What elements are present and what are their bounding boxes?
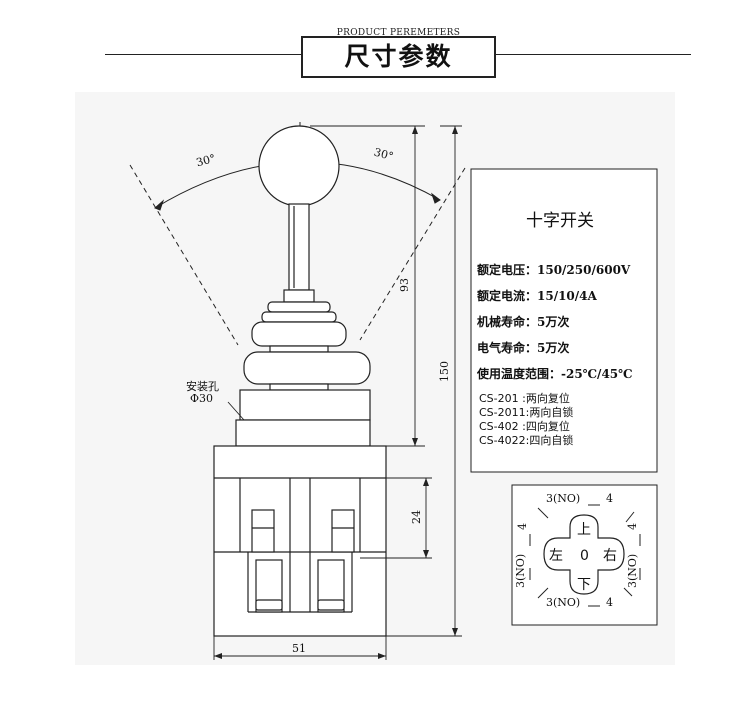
mount-collar: [235, 389, 371, 447]
dir-up: 上: [577, 522, 591, 538]
dir-right: 右: [603, 548, 617, 564]
contact-marks: [529, 504, 641, 607]
mount-hole-label: 安装孔: [186, 379, 219, 393]
diag-top-left: 3(NO): [546, 492, 580, 505]
dim-arrows: [214, 126, 458, 659]
diag-right-top: 4: [626, 523, 639, 530]
diag-top-right: 4: [606, 492, 613, 505]
spec-electrical-life: 电气寿命：5万次: [477, 340, 569, 355]
dir-center: 0: [580, 548, 589, 564]
spec-panel: [470, 168, 658, 473]
header-frame: [301, 36, 496, 78]
header-subtitle: PRODUCT PEREMETERS: [336, 28, 461, 38]
dim-24-label: 24: [410, 510, 423, 524]
spec-title: 十字开关: [526, 211, 594, 231]
header-line-left: [105, 54, 301, 55]
dim-51-label: 51: [292, 642, 306, 655]
dim-lines: [213, 125, 462, 660]
header-title: 尺寸参数: [344, 42, 453, 71]
mount-hole-diameter: Φ30: [190, 392, 213, 405]
spec-rated-current: 额定电流：15/10/4A: [477, 288, 598, 303]
diag-left-bottom: 3(NO): [514, 554, 527, 588]
diag-left-top: 4: [516, 523, 529, 530]
angle-left-label: 30°: [195, 152, 217, 170]
terminal-right: [317, 509, 355, 613]
spec-temperature: 使用温度范围：-25℃/45℃: [476, 366, 633, 381]
angle-right-label: 30°: [373, 146, 395, 164]
terminal-left: [251, 509, 283, 613]
diag-bottom-left: 3(NO): [546, 596, 580, 609]
dim-93-label: 93: [398, 278, 411, 292]
model-cs-402: CS-402 :四向复位: [479, 419, 570, 433]
diag-bottom-right: 4: [606, 596, 613, 609]
diag-right-bottom: 3(NO): [626, 554, 639, 588]
dim-150-label: 150: [438, 361, 451, 382]
cross-shape: [543, 514, 625, 595]
dir-down: 下: [577, 577, 591, 593]
model-cs-4022: CS-4022:四向自锁: [479, 433, 573, 447]
header-line-right: [496, 54, 691, 55]
dir-left: 左: [549, 548, 563, 564]
spec-mechanical-life: 机械寿命：5万次: [477, 314, 569, 329]
joystick-shaft: [283, 203, 315, 303]
model-cs-2011: CS-2011:两向自锁: [479, 405, 573, 419]
rubber-boot: [243, 301, 371, 391]
spec-rated-voltage: 额定电压：150/250/600V: [477, 262, 631, 277]
model-cs-201: CS-201 :两向复位: [479, 391, 570, 405]
joystick-ball: [258, 125, 340, 207]
switch-body: [213, 445, 387, 637]
